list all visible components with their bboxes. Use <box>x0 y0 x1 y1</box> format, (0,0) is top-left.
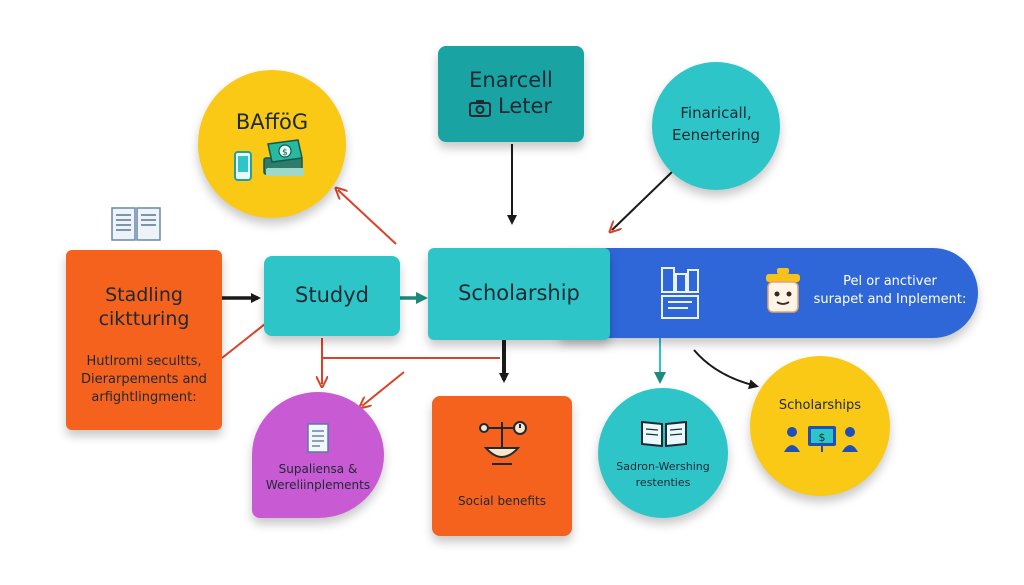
arrow-stadling-red <box>221 319 271 359</box>
robot-icon <box>766 268 800 313</box>
arrow-financial-scholarship <box>612 171 673 230</box>
stadling-desc-line1: Hutlromi secultts, <box>86 354 202 369</box>
scholarships-node[interactable]: Scholarships $ <box>750 356 890 496</box>
svg-text:$: $ <box>819 431 826 444</box>
scholarship-node[interactable]: Scholarship <box>428 248 610 340</box>
financial-label-line2: Eenertering <box>671 126 761 144</box>
svg-text:$: $ <box>282 148 288 158</box>
stadling-title-line1: Stadling <box>105 284 183 306</box>
stadling-desc-line2: Dierarpements and <box>81 372 207 387</box>
bafog-node[interactable]: BAfföG $ <box>198 70 346 218</box>
book-icon <box>111 207 161 241</box>
stadling-desc-line3: arfightlingment: <box>91 390 197 405</box>
money-icon: $ <box>263 139 304 176</box>
tablet-icon <box>661 267 699 319</box>
banner-node[interactable]: Pel or anctiver surapet and Inplement: <box>560 248 978 338</box>
financial-node[interactable]: Finaricall, Eenertering <box>652 62 780 190</box>
sadron-label-line1: Sadron-Wershing <box>616 460 710 473</box>
document-icon <box>307 423 329 453</box>
banner-text-line2: surapet and Inplement: <box>813 292 967 307</box>
enarcell-label-line1: Enarcell <box>469 68 553 92</box>
camera-icon <box>469 100 491 117</box>
social-node[interactable]: Social benefits <box>432 396 572 536</box>
bafog-label: BAfföG <box>235 110 309 134</box>
studyd-node[interactable]: Studyd <box>264 256 400 336</box>
social-label: Social benefits <box>458 494 546 508</box>
enarcell-node[interactable]: Enarcell Leter <box>438 46 584 142</box>
scale-icon <box>479 421 527 465</box>
banner-text-line1: Pel or anctiver <box>843 274 937 289</box>
studyd-label: Studyd <box>295 283 369 307</box>
supaliensa-label-line1: Supaliensa & <box>278 462 358 476</box>
stadling-node[interactable]: Stadling ciktturing Hutlromi secultts, D… <box>66 250 222 430</box>
stadling-title-line2: ciktturing <box>98 308 190 330</box>
enarcell-label-line2: Leter <box>498 94 553 118</box>
financial-label-line1: Finaricall, <box>680 104 752 122</box>
sadron-node[interactable]: Sadron-Wershing restenties <box>598 388 728 518</box>
arrow-studyd-bafog <box>338 190 397 245</box>
open-book-icon <box>641 420 687 448</box>
supaliensa-node[interactable]: Supaliensa & Wereliinplements <box>252 392 384 518</box>
scholarship-label: Scholarship <box>458 281 580 305</box>
arrow-to-supaliensa <box>362 371 405 406</box>
sadron-label-line2: restenties <box>635 476 691 489</box>
phone-icon <box>234 151 252 181</box>
scholarships-label: Scholarships <box>778 398 862 413</box>
people-icon: $ <box>784 426 858 452</box>
supaliensa-label-line2: Wereliinplements <box>265 478 371 492</box>
arrow-banner-scholarships <box>693 349 759 390</box>
